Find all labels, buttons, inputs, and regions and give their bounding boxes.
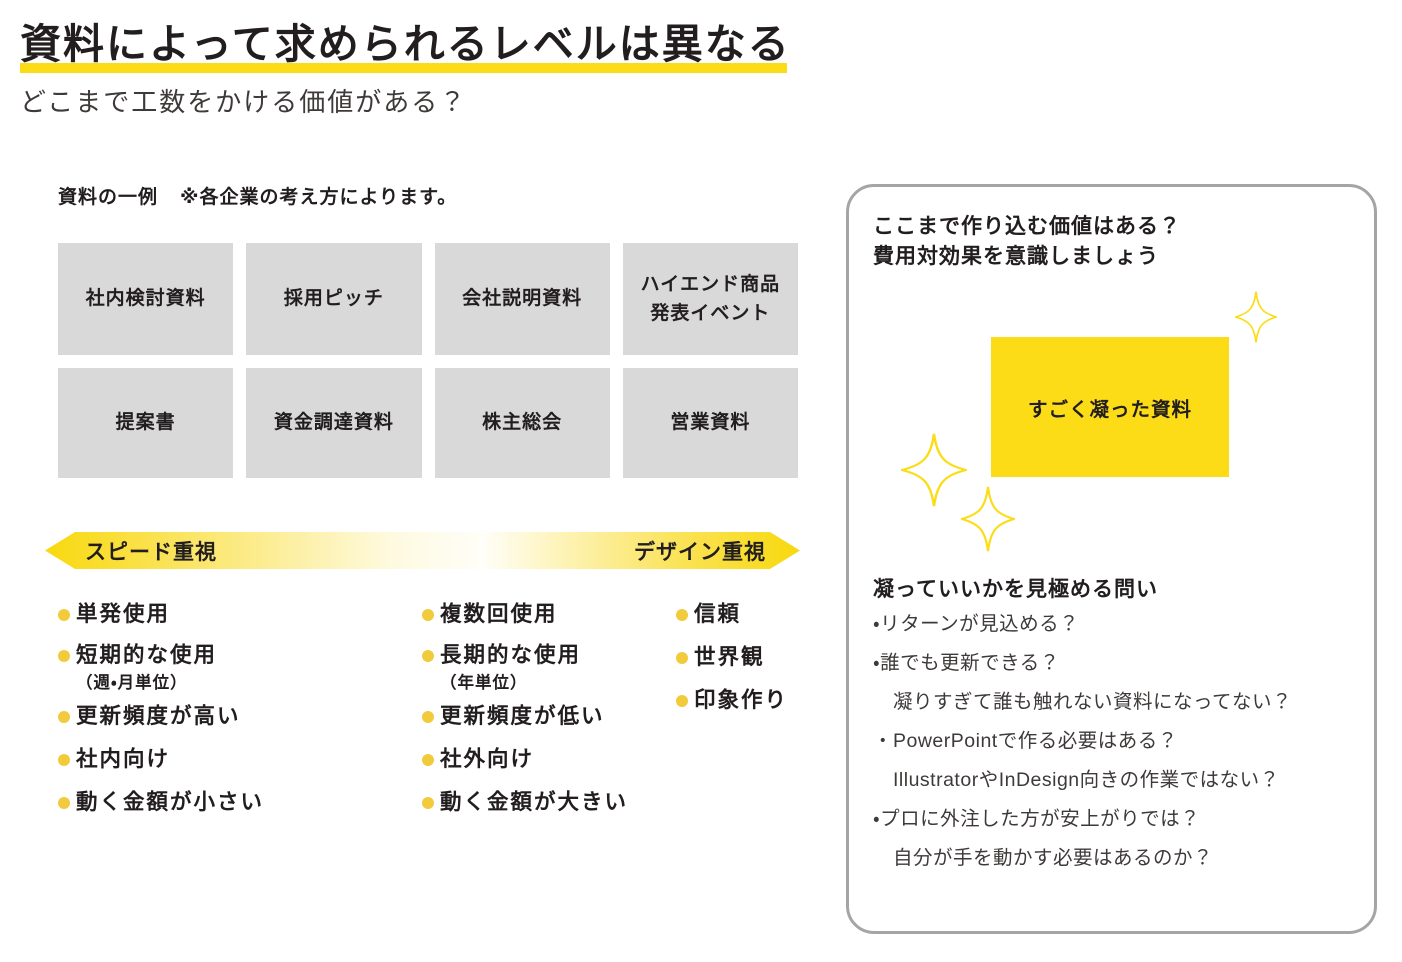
bullet-dot-icon — [58, 711, 70, 723]
sparkle-icon — [961, 486, 1015, 552]
title-underline — [20, 63, 787, 73]
document-example-box: 採用ピッチ — [246, 243, 422, 355]
bullet-dot-icon — [58, 609, 70, 621]
question-line: ・誰でも更新できる？ — [873, 652, 1060, 674]
bullet-dot-icon — [676, 695, 688, 707]
bullet-dot-icon — [422, 754, 434, 766]
speed-design-spectrum-arrow: スピード重視 デザイン重視 — [45, 532, 800, 569]
examples-heading-label: 資料の一例 — [58, 187, 159, 208]
bullet-dot-icon — [58, 650, 70, 662]
page-title: 資料によって求められるレベルは異なる — [20, 21, 791, 67]
question-line: ・リターンが見込める？ — [873, 613, 1080, 635]
bullet-dot-icon — [422, 609, 434, 621]
speed-criteria-list: 単発使用 短期的な使用 （週・月単位） 更新頻度が高い 社内向け 動く金額が小さ… — [58, 600, 398, 816]
bullet-dot-icon — [58, 754, 70, 766]
bullet-dot-icon — [58, 797, 70, 809]
question-line: ・PowerPointで作る必要はある？ — [873, 730, 1178, 752]
list-item: 短期的な使用 （週・月単位） — [58, 641, 398, 702]
spectrum-right-label: デザイン重視 — [634, 540, 766, 564]
list-item: 世界観 — [676, 643, 816, 671]
list-item: 長期的な使用 （年単位） — [422, 641, 672, 702]
examples-note: ※各企業の考え方によります。 — [180, 187, 458, 208]
document-examples-grid: 社内検討資料 採用ピッチ 会社説明資料 ハイエンド商品 発表イベント 提案書 資… — [58, 243, 798, 478]
cost-benefit-panel: ここまで作り込む価値はある？ 費用対効果を意識しましょう すごく凝った資料 凝っ… — [846, 184, 1377, 934]
questions-heading: 凝っていいかを見極める問い — [873, 578, 1158, 601]
list-item: 社内向け — [58, 745, 398, 773]
document-example-box: 資金調達資料 — [246, 368, 422, 478]
list-item-sub: （年単位） — [440, 674, 528, 692]
document-example-box: 会社説明資料 — [434, 243, 610, 355]
design-criteria-list: 複数回使用 長期的な使用 （年単位） 更新頻度が低い 社外向け 動く金額が大きい — [422, 600, 672, 816]
list-item: 複数回使用 — [422, 600, 672, 628]
question-line: ・プロに外注した方が安上がりでは？ — [873, 808, 1201, 830]
list-item: 更新頻度が高い — [58, 702, 398, 730]
document-example-box: 社内検討資料 — [58, 243, 234, 355]
examples-heading: 資料の一例 ※各企業の考え方によります。 — [58, 182, 457, 209]
list-item: 単発使用 — [58, 600, 398, 628]
list-item: 動く金額が大きい — [422, 788, 672, 816]
questions-list: ・リターンが見込める？ ・誰でも更新できる？ 凝りすぎて誰も触れない資料になって… — [873, 611, 1363, 884]
list-item: 更新頻度が低い — [422, 702, 672, 730]
bullet-dot-icon — [422, 650, 434, 662]
question-line: IllustratorやInDesign向きの作業ではない？ — [893, 769, 1280, 791]
panel-heading: ここまで作り込む価値はある？ 費用対効果を意識しましょう — [873, 215, 1181, 268]
list-item-sub: （週・月単位） — [76, 674, 188, 692]
highlight-box-label: すごく凝った資料 — [1027, 398, 1192, 421]
list-item: 信頼 — [676, 600, 816, 628]
bullet-dot-icon — [676, 609, 688, 621]
bullet-dot-icon — [422, 797, 434, 809]
impression-criteria-list: 信頼 世界観 印象作り — [676, 600, 816, 714]
sparkle-icon — [901, 433, 967, 507]
question-line: 凝りすぎて誰も触れない資料になってない？ — [893, 691, 1293, 713]
list-item: 印象作り — [676, 686, 816, 714]
page-subtitle: どこまで工数をかける価値がある？ — [20, 87, 468, 117]
spectrum-left-label: スピード重視 — [85, 540, 217, 564]
document-example-box: 営業資料 — [622, 368, 798, 478]
document-example-box: 提案書 — [58, 368, 234, 478]
document-example-box: 株主総会 — [434, 368, 610, 478]
bullet-dot-icon — [676, 652, 688, 664]
list-item: 社外向け — [422, 745, 672, 773]
list-item: 動く金額が小さい — [58, 788, 398, 816]
question-line: 自分が手を動かす必要はあるのか？ — [893, 847, 1214, 869]
bullet-dot-icon — [422, 711, 434, 723]
highlight-box: すごく凝った資料 — [991, 337, 1229, 477]
document-example-box: ハイエンド商品 発表イベント — [622, 243, 798, 355]
sparkle-icon — [1235, 291, 1277, 343]
